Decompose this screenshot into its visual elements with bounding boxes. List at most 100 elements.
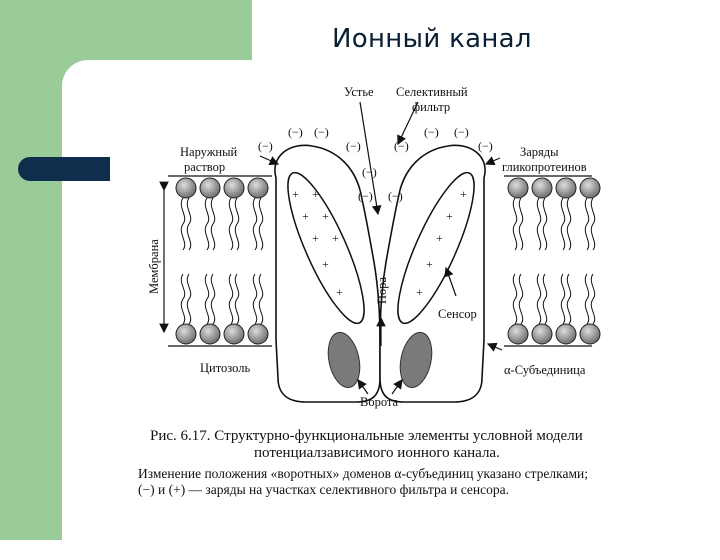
charge-pos-5: +: [312, 231, 319, 245]
charge-neg-5: (−): [362, 165, 377, 179]
charge-neg-4: (−): [346, 139, 361, 153]
lipid-bilayer-right: [507, 177, 601, 345]
charge-pos-12: +: [426, 257, 433, 271]
lipid-tail: [512, 197, 518, 251]
lipid-head: [223, 177, 245, 199]
lipid-tail: [542, 197, 548, 251]
lipid-head: [223, 323, 245, 345]
slide-title: Ионный канал: [332, 24, 532, 54]
charge-pos-6: +: [332, 231, 339, 245]
lipid-tail: [566, 197, 572, 251]
caption-note-1: Изменение положения «воротных» доменов α…: [138, 466, 588, 481]
lipid-tail: [566, 273, 572, 325]
gate-left: [327, 331, 361, 389]
charge-pos-2: +: [312, 187, 319, 201]
lipid-tail: [512, 273, 518, 325]
charge-pos-9: +: [460, 187, 467, 201]
label-glyco-charges-1: Заряды: [520, 145, 559, 159]
lipid-tail: [252, 273, 258, 325]
lipid-tail: [258, 273, 264, 325]
annotation-arrows: [259, 101, 503, 395]
lipid-tail: [536, 197, 542, 251]
lipid-tail: [228, 273, 234, 325]
lipid-tail: [560, 197, 566, 251]
label-outer-solution-1: Наружный: [180, 145, 237, 159]
decorative-tab: [18, 157, 110, 181]
gate-right: [399, 331, 433, 389]
lipid-head: [199, 323, 221, 345]
caption-line-2: потенциалзависимого ионного канала.: [254, 445, 500, 461]
lipid-tail: [590, 273, 596, 325]
lipid-head: [555, 323, 577, 345]
charge-neg-10: (−): [454, 125, 469, 139]
charge-pos-8: +: [336, 285, 343, 299]
label-gate: Ворота: [360, 395, 399, 409]
lipid-tail: [210, 273, 216, 325]
lipid-head: [531, 177, 553, 199]
lipid-tail: [536, 273, 542, 325]
lipid-head: [247, 177, 269, 199]
lipid-tail: [180, 197, 186, 251]
lipid-head: [247, 323, 269, 345]
label-outer-solution-2: раствор: [184, 160, 225, 174]
lipid-tail: [204, 273, 210, 325]
charge-pos-11: +: [436, 231, 443, 245]
sensor-right: [397, 171, 475, 325]
label-mouth: Устье: [344, 85, 374, 99]
charge-pos-1: +: [292, 187, 299, 201]
label-glyco-charges-2: гликопротеинов: [502, 160, 587, 174]
label-cytosol: Цитозоль: [200, 361, 250, 375]
label-pore: Пора: [375, 276, 389, 304]
charge-neg-7: (−): [388, 189, 403, 203]
charge-pos-13: +: [416, 285, 423, 299]
charge-neg-8: (−): [394, 139, 409, 153]
lipid-head: [579, 177, 601, 199]
lipid-head: [507, 177, 529, 199]
lipid-tail: [204, 197, 210, 251]
lipid-tail: [234, 273, 240, 325]
lipid-tail: [584, 273, 590, 325]
label-selective-filter-1: Селективный: [396, 85, 468, 99]
caption-main: Рис. 6.17. Структурно-функциональные эле…: [150, 428, 670, 462]
lipid-tail: [584, 197, 590, 251]
label-selective-filter-2: фильтр: [412, 100, 450, 114]
lipid-tail: [518, 273, 524, 325]
label-sensor: Сенсор: [438, 307, 477, 321]
figure-caption: Рис. 6.17. Структурно-функциональные эле…: [138, 428, 670, 498]
lipid-tail: [234, 197, 240, 251]
sensor-left: [287, 171, 365, 325]
charge-neg-11: (−): [478, 139, 493, 153]
charge-pos-7: +: [322, 257, 329, 271]
caption-note: Изменение положения «воротных» доменов α…: [138, 466, 670, 498]
lipid-tail: [228, 197, 234, 251]
charge-pos-3: +: [302, 209, 309, 223]
lipid-head: [175, 323, 197, 345]
lipid-tail: [258, 197, 264, 251]
charge-neg-3: (−): [314, 125, 329, 139]
lipid-head: [199, 177, 221, 199]
charge-neg-2: (−): [288, 125, 303, 139]
label-membrane: Мембрана: [147, 239, 161, 294]
lipid-tail: [518, 197, 524, 251]
lipid-bilayer-left: [175, 177, 269, 345]
charge-neg-9: (−): [424, 125, 439, 139]
negative-charges: (−) (−) (−) (−) (−) (−) (−) (−) (−) (−) …: [258, 125, 493, 203]
lipid-head: [579, 323, 601, 345]
channel-subunit-right: [379, 144, 486, 403]
charge-pos-4: +: [322, 209, 329, 223]
caption-note-2: (−) и (+) — заряды на участках селективн…: [138, 482, 509, 497]
caption-line-1: Рис. 6.17. Структурно-функциональные эле…: [150, 428, 583, 444]
charge-neg-6: (−): [358, 189, 373, 203]
positive-charges: + + + + + + + + + + + + +: [292, 187, 467, 299]
charge-neg-1: (−): [258, 139, 273, 153]
lipid-head: [507, 323, 529, 345]
lipid-tail: [542, 273, 548, 325]
charge-pos-10: +: [446, 209, 453, 223]
lipid-tail: [186, 273, 192, 325]
ion-channel-diagram: (−) (−) (−) (−) (−) (−) (−) (−) (−) (−) …: [147, 85, 601, 409]
lipid-tail: [560, 273, 566, 325]
lipid-head: [555, 177, 577, 199]
lipid-tail: [252, 197, 258, 251]
membrane-boundaries: [168, 175, 592, 347]
lipid-tail: [186, 197, 192, 251]
